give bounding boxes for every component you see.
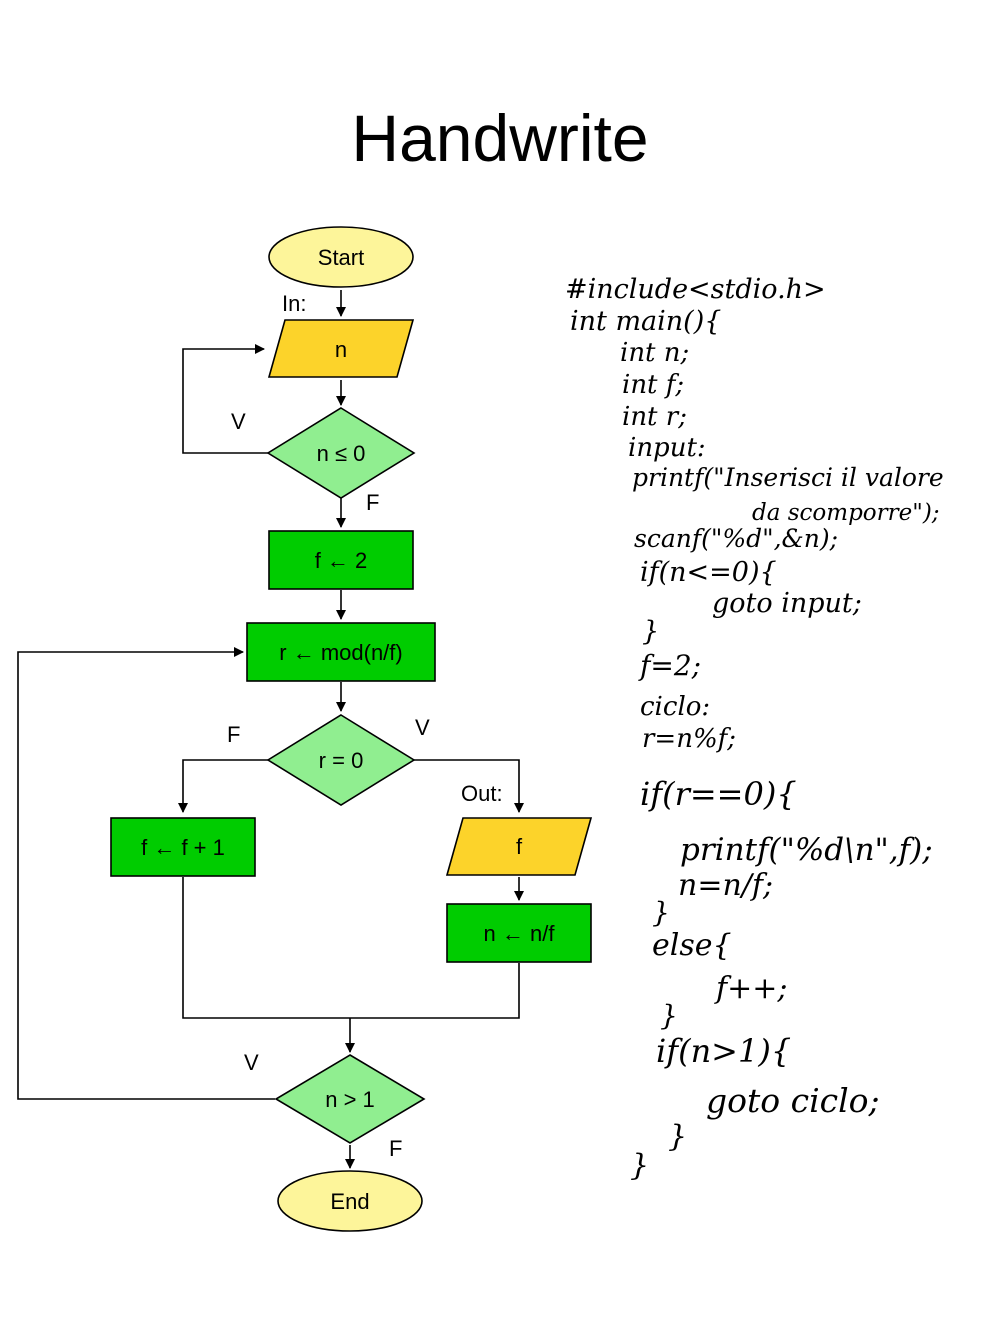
code-line: }	[668, 1119, 687, 1154]
code-line: #include<stdio.h>	[565, 274, 826, 305]
code-line: printf("%d\n",f);	[680, 832, 933, 868]
edge-decision2-true	[414, 759, 524, 813]
code-line: }	[630, 1148, 649, 1183]
code-line: n=n/f;	[678, 868, 773, 903]
node-assign-r-mod: r ← mod(n/f)	[246, 622, 436, 682]
code-line: r=n%f;	[642, 724, 736, 754]
edge-label-false-1: F	[366, 490, 379, 515]
node-output-label: f	[516, 834, 523, 859]
edge-decision1-loop	[182, 344, 268, 454]
code-line: if(n>1){	[656, 1032, 791, 1070]
node-end: End	[277, 1170, 423, 1232]
edge-label-true-3: V	[244, 1050, 259, 1075]
node-input-label: n	[335, 337, 347, 362]
node-decision-r-eq-0-label: r = 0	[319, 748, 364, 773]
output-port-label: Out:	[461, 781, 503, 806]
node-decision-r-eq-0: r = 0	[266, 714, 416, 806]
node-start-label: Start	[318, 245, 364, 270]
code-line: }	[660, 999, 678, 1032]
edge-label-false-3: F	[389, 1136, 402, 1161]
edge-decision2-false	[178, 759, 268, 813]
edge-decision3-true	[17, 647, 275, 1100]
node-assign-n-div: n ← n/f	[446, 903, 592, 963]
code-line: if(r==0){	[640, 775, 797, 813]
code-line: goto ciclo;	[706, 1081, 880, 1120]
page-title: Handwrite	[351, 101, 649, 175]
node-assign-f-inc: f ← f + 1	[110, 817, 256, 877]
handwritten-code: #include<stdio.h> int main(){ int n; int…	[565, 274, 944, 1183]
code-line: }	[642, 616, 659, 647]
connectors	[17, 290, 524, 1169]
code-line: int r;	[622, 402, 687, 432]
node-decision-n-le-0-label: n ≤ 0	[317, 441, 366, 466]
edge-label-true-2: V	[415, 715, 430, 740]
edge-finc-merge	[182, 877, 520, 1019]
code-line: input:	[628, 433, 706, 463]
node-input: n	[267, 319, 415, 378]
code-line: int f;	[622, 370, 684, 400]
code-line: da scomporre");	[752, 500, 940, 526]
code-line: f++;	[714, 971, 787, 1006]
code-line: ciclo:	[640, 692, 710, 722]
code-line: else{	[652, 928, 732, 963]
node-assign-r-mod-label: r ← mod(n/f)	[279, 640, 402, 665]
code-line: printf("Inserisci il valore	[632, 463, 944, 492]
code-line: int n;	[620, 338, 689, 368]
code-line: }	[652, 896, 670, 929]
node-decision-n-le-0: n ≤ 0	[266, 407, 416, 499]
input-port-label: In:	[282, 291, 306, 316]
code-line: if(n<=0){	[640, 557, 777, 588]
node-decision-n-gt-1-label: n > 1	[325, 1087, 375, 1112]
node-output: f	[445, 817, 593, 876]
code-line: scanf("%d",&n);	[634, 524, 838, 553]
edge-label-true-1: V	[231, 409, 246, 434]
edge-label-false-2: F	[227, 722, 240, 747]
code-line: f=2;	[638, 649, 701, 682]
node-assign-f-2: f ← 2	[268, 530, 414, 590]
node-start: Start	[268, 226, 414, 288]
node-end-label: End	[330, 1189, 369, 1214]
code-line: goto input;	[712, 588, 862, 619]
edge-labels: In: V F F V Out: V F	[227, 291, 503, 1161]
node-assign-n-div-label: n ← n/f	[484, 921, 556, 946]
node-assign-f-inc-label: f ← f + 1	[141, 835, 225, 860]
code-line: int main(){	[570, 306, 721, 337]
node-assign-f-2-label: f ← 2	[315, 548, 368, 573]
node-decision-n-gt-1: n > 1	[274, 1054, 426, 1144]
